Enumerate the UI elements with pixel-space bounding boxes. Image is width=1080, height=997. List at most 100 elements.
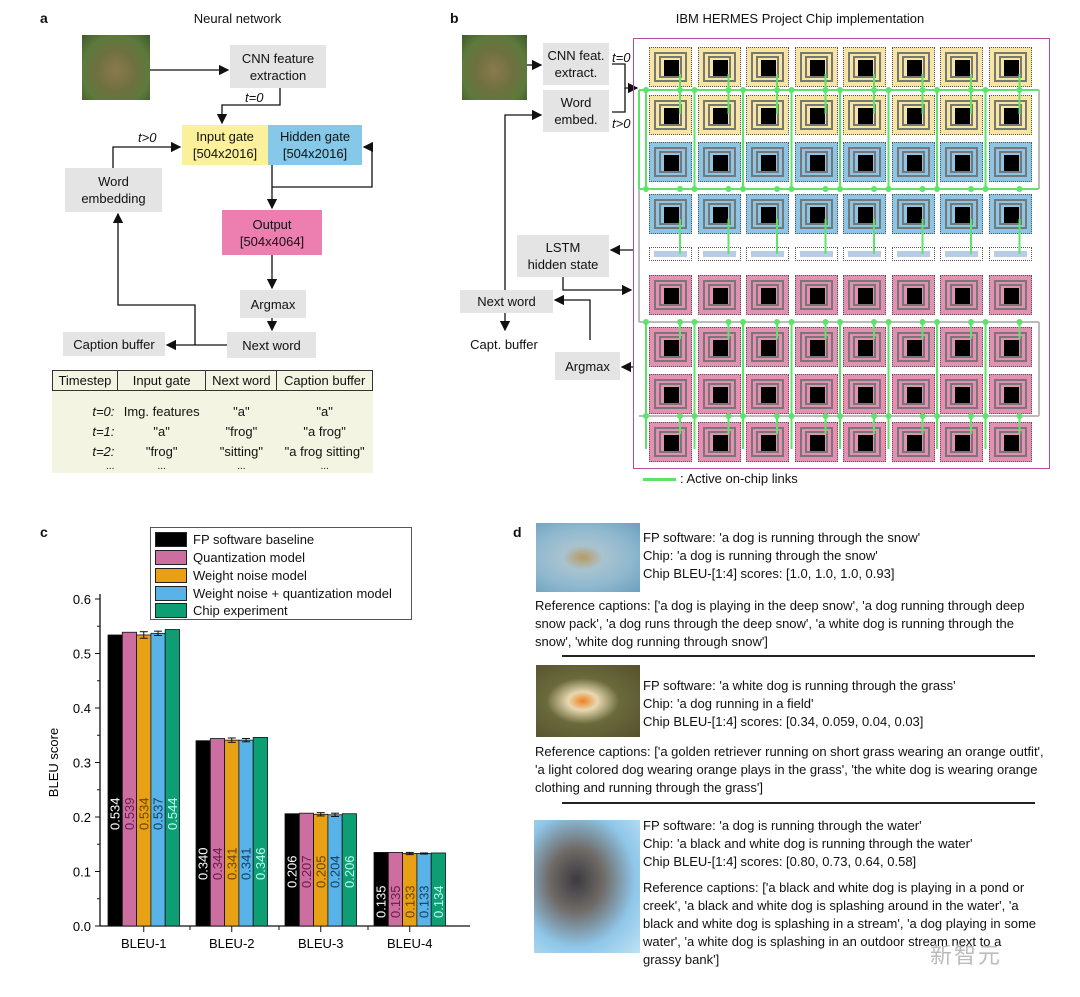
example-1-fp: FP software: 'a dog is running through t… xyxy=(643,530,921,545)
chip-buffer-tile xyxy=(794,247,838,261)
table-cell: ... xyxy=(106,461,115,472)
panel-b-label: b xyxy=(450,10,459,26)
link-node xyxy=(919,413,926,419)
link-node xyxy=(725,319,732,325)
chip-core-tile-pink xyxy=(940,422,983,462)
arrow-next-word-to-embed xyxy=(504,109,543,290)
word-embed-box: Word embed. xyxy=(543,90,609,132)
link-node xyxy=(919,87,926,93)
example-3-refs: Reference captions: ['a black and white … xyxy=(643,880,1037,967)
link-node xyxy=(934,87,940,93)
chip-core-tile-pink xyxy=(891,327,935,367)
legend-swatch xyxy=(155,531,187,547)
chip-core-tile-blue xyxy=(891,142,935,182)
chip-core-tile-pink xyxy=(649,275,692,315)
chip-buffer-tile xyxy=(649,247,692,261)
chip-core-tile-pink xyxy=(649,422,692,462)
bar-value-label: 0.204 xyxy=(328,855,343,888)
link-node xyxy=(871,87,877,93)
legend-swatch xyxy=(155,549,187,565)
active-link-legend-swatch xyxy=(643,478,676,481)
link-node xyxy=(968,413,974,419)
chip-buffer-tile xyxy=(988,247,1032,261)
link-node xyxy=(982,319,989,325)
chip-core-tile-pink xyxy=(843,422,886,462)
link-node xyxy=(919,319,926,325)
table-header: Next word xyxy=(205,370,278,391)
link-node xyxy=(677,413,683,419)
divider xyxy=(562,802,1035,804)
arrow-embedding-to-input-gate xyxy=(112,141,182,168)
table-row: t=1:"a""frog""a frog" xyxy=(53,421,373,441)
bar-value-label: 0.135 xyxy=(388,885,403,918)
link-node xyxy=(968,186,974,192)
arrow-lstm-to-chip xyxy=(562,277,633,296)
link-node xyxy=(934,413,940,419)
link-node xyxy=(871,413,877,419)
hidden-gate-box: Hidden gate [504x2016] xyxy=(268,125,362,165)
bar-value-label: 0.133 xyxy=(402,885,417,918)
legend-item: Weight noise model xyxy=(155,567,307,583)
bar-value-label: 0.539 xyxy=(122,797,137,830)
bar xyxy=(164,629,180,927)
chip-core-tile-blue xyxy=(940,194,983,234)
table-cell: ... xyxy=(320,461,329,472)
link-node xyxy=(643,186,649,192)
x-tick-label: BLEU-4 xyxy=(387,936,433,951)
link-node xyxy=(725,186,732,192)
chip-core-tile-pink xyxy=(649,374,692,414)
bar-value-label: 0.534 xyxy=(136,797,151,830)
link-node xyxy=(822,319,829,325)
link-node xyxy=(885,87,892,93)
bar xyxy=(238,739,254,927)
table-row: t=0:Img. features"a""a" xyxy=(53,401,373,421)
panel-d-label: d xyxy=(513,524,522,540)
example-1-refs: Reference captions: ['a dog is playing i… xyxy=(535,598,1025,649)
table-header: Input gate xyxy=(116,370,207,391)
link-node xyxy=(1016,186,1023,192)
chart-legend: FP software baseline Quantization model … xyxy=(150,527,412,620)
table-cell: Img. features xyxy=(123,403,200,419)
t-gt-0-label: t>0 xyxy=(612,116,631,131)
chip-core-tile-blue xyxy=(794,142,838,182)
y-tick-label: 0.3 xyxy=(73,756,91,771)
x-tick-label: BLEU-3 xyxy=(298,936,344,951)
link-node xyxy=(788,186,795,192)
table-header-row: Timestep Input gate Next word Caption bu… xyxy=(52,370,373,391)
chip-core-tile-blue xyxy=(649,194,692,234)
chip-core-tile-pink xyxy=(940,275,983,315)
arrow-next-word-to-embedding xyxy=(112,212,196,345)
bar-value-label: 0.135 xyxy=(374,885,389,918)
legend-label: FP software baseline xyxy=(193,531,315,547)
chip-core-tile-yellow xyxy=(843,95,886,135)
chip-core-tile-pink xyxy=(891,374,935,414)
chip-core-tile-blue xyxy=(697,142,741,182)
bar-value-label: 0.205 xyxy=(313,855,328,888)
snow-dog-image xyxy=(536,523,640,592)
chip-core-tile-yellow xyxy=(794,47,838,87)
legend-swatch xyxy=(155,602,187,618)
example-3-scores: Chip BLEU-[1:4] scores: [0.80, 0.73, 0.6… xyxy=(643,854,917,869)
argmax-box: Argmax xyxy=(240,290,306,318)
example-3-chip: Chip: 'a black and white dog is running … xyxy=(643,836,973,851)
active-link-legend-label: : Active on-chip links xyxy=(680,471,798,486)
chip-core-tile-yellow xyxy=(746,95,789,135)
chip-core-tile-pink xyxy=(746,327,789,367)
bar-value-label: 0.341 xyxy=(224,847,239,880)
divider xyxy=(562,655,1035,657)
y-tick-label: 0.5 xyxy=(73,647,91,662)
chip-core-tile-pink xyxy=(746,422,789,462)
chip-core-tile-yellow xyxy=(794,95,838,135)
legend-item: Quantization model xyxy=(155,549,305,565)
chip-core-tile-blue xyxy=(649,142,692,182)
link-node xyxy=(774,87,780,93)
link-node xyxy=(725,413,732,419)
bar xyxy=(136,634,152,927)
chip-core-tile-blue xyxy=(891,194,935,234)
link-node xyxy=(691,319,698,325)
chip-core-tile-pink xyxy=(794,275,838,315)
y-tick-label: 0.4 xyxy=(73,701,91,716)
chip-core-tile-yellow xyxy=(649,95,692,135)
link-node xyxy=(691,87,698,93)
